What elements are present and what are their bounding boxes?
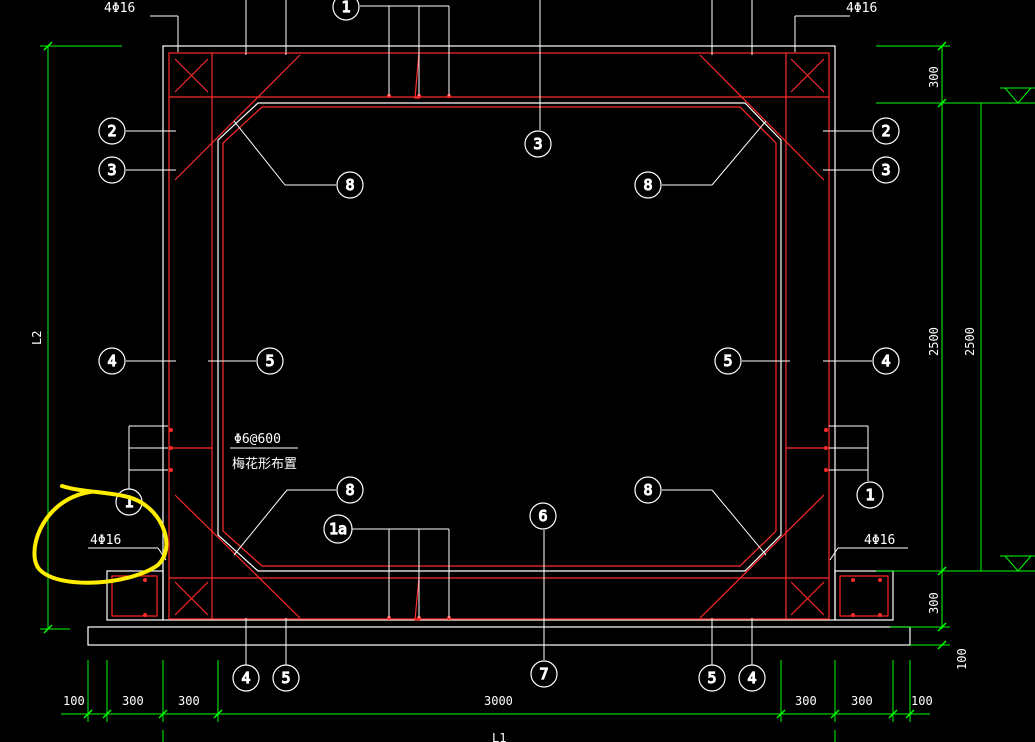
svg-text:2: 2 — [881, 122, 890, 140]
svg-text:4: 4 — [241, 669, 250, 687]
dim-left-total: L2 — [30, 331, 44, 345]
inner-opening — [217, 102, 782, 572]
dim-right-mid-inner: 2500 — [927, 327, 941, 356]
dim-right-top: 300 — [927, 66, 941, 88]
right-footing — [834, 570, 894, 621]
callout-1a: 1a — [323, 514, 353, 544]
callout-3-right: 3 — [872, 156, 900, 184]
dim-bottom-6: 100 — [911, 694, 933, 708]
callout-2-right: 2 — [872, 117, 900, 145]
highlight-circle — [32, 484, 169, 585]
callout-8-lower-left: 8 — [336, 476, 364, 504]
svg-text:8: 8 — [345, 481, 354, 499]
dimension-ticks — [43, 41, 947, 719]
svg-text:3: 3 — [533, 135, 542, 153]
svg-text:5: 5 — [265, 352, 274, 370]
callout-1-top: 1 — [332, 0, 360, 21]
callout-4-bottom-left: 4 — [232, 664, 260, 692]
callout-5-left: 5 — [256, 347, 284, 375]
dimension-text: 100 300 300 3000 300 300 100 L1 L2 300 2… — [30, 66, 977, 742]
dim-bottom-total: L1 — [492, 731, 506, 742]
dim-bottom-4: 300 — [795, 694, 817, 708]
rebar-label-top-left: 4Φ16 — [104, 1, 135, 16]
callout-8-upper-right: 8 — [634, 171, 662, 199]
left-footing — [106, 570, 164, 621]
dim-bottom-2: 300 — [178, 694, 200, 708]
svg-text:3: 3 — [881, 161, 890, 179]
svg-text:8: 8 — [643, 481, 652, 499]
base-slab — [87, 626, 911, 646]
callout-2-left: 2 — [98, 117, 126, 145]
svg-text:8: 8 — [345, 176, 354, 194]
outer-wall — [162, 45, 836, 621]
corner-column-tr — [790, 58, 825, 93]
callout-5-bottom-left: 5 — [272, 664, 300, 692]
callout-5-right: 5 — [714, 347, 742, 375]
svg-text:8: 8 — [643, 176, 652, 194]
callout-3-top: 3 — [524, 130, 552, 158]
dim-bottom-1: 300 — [122, 694, 144, 708]
corner-column-bl — [174, 581, 209, 616]
rebar-label-bottom-left: 4Φ16 — [90, 533, 121, 548]
callout-5-bottom-right: 5 — [698, 664, 726, 692]
svg-text:2: 2 — [107, 122, 116, 140]
dim-right-base: 100 — [955, 648, 969, 670]
svg-text:7: 7 — [539, 665, 548, 683]
leader-lines — [88, 0, 908, 665]
rebar-label-top-right: 4Φ16 — [846, 1, 877, 16]
dim-right-bot: 300 — [927, 592, 941, 614]
dim-right-mid-outer: 2500 — [963, 327, 977, 356]
callout-4-bottom-right: 4 — [738, 664, 766, 692]
svg-text:1: 1 — [865, 486, 874, 504]
corner-column-tl — [174, 58, 209, 93]
corner-column-br — [790, 581, 825, 616]
stirrup-note-layout: 梅花形布置 — [232, 456, 297, 472]
svg-text:1: 1 — [124, 493, 133, 511]
callout-8-upper-left: 8 — [336, 171, 364, 199]
svg-text:5: 5 — [281, 669, 290, 687]
svg-text:4: 4 — [881, 352, 890, 370]
elevation-marker-bottom — [1000, 555, 1035, 572]
dim-bottom-5: 300 — [851, 694, 873, 708]
svg-text:1a: 1a — [329, 520, 347, 538]
rebar-cage — [111, 51, 889, 621]
callout-4-left: 4 — [98, 347, 126, 375]
callout-4-right: 4 — [872, 347, 900, 375]
svg-text:1: 1 — [341, 0, 350, 16]
elevation-marker-top — [1000, 87, 1035, 104]
svg-text:4: 4 — [747, 669, 756, 687]
svg-text:5: 5 — [723, 352, 732, 370]
rebar-dots — [143, 94, 882, 620]
dimension-lines — [40, 45, 1035, 742]
callout-3-left: 3 — [98, 156, 126, 184]
callout-7: 7 — [530, 660, 558, 688]
callout-circles: 1 3 2 3 2 3 8 8 4 5 5 4 1 1 8 8 1a 6 4 5… — [98, 0, 900, 692]
callout-8-lower-right: 8 — [634, 476, 662, 504]
stirrup-note-spacing: Φ6@600 — [234, 432, 281, 447]
dim-bottom-0: 100 — [63, 694, 85, 708]
svg-text:5: 5 — [707, 669, 716, 687]
rebar-label-bottom-right: 4Φ16 — [864, 533, 895, 548]
concrete-outline — [87, 45, 911, 646]
callout-6: 6 — [529, 502, 557, 530]
svg-text:6: 6 — [538, 507, 547, 525]
callout-1-right: 1 — [856, 481, 884, 509]
outer-rebar-line — [168, 52, 830, 620]
dim-bottom-3: 3000 — [484, 694, 513, 708]
svg-text:3: 3 — [107, 161, 116, 179]
svg-text:4: 4 — [107, 352, 116, 370]
